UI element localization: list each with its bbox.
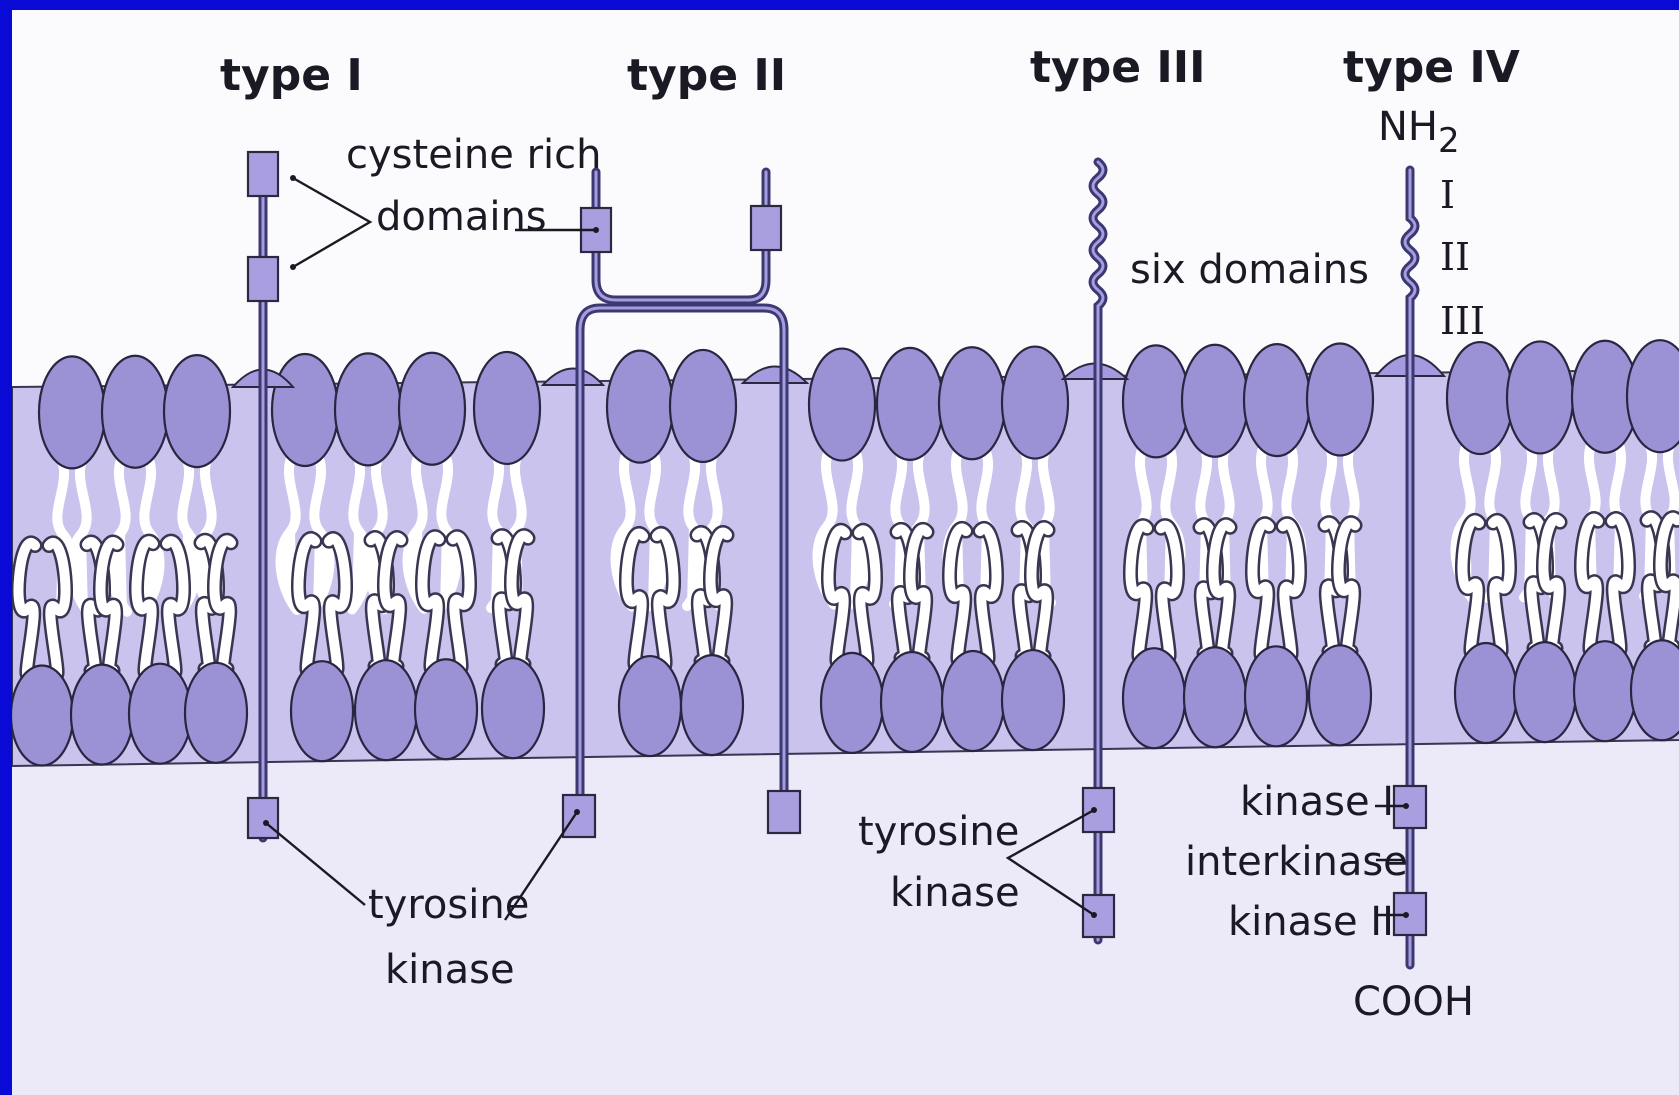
domain-iii-label: III	[1440, 299, 1485, 343]
kinase-i-label: kinase I	[1240, 779, 1394, 825]
lipid-head	[102, 356, 168, 468]
lipid-head	[1244, 344, 1310, 456]
lipid-head	[71, 665, 133, 765]
tyrosine-kinase-box	[1083, 788, 1114, 832]
lipid-head	[39, 356, 105, 468]
lipid-head	[681, 655, 743, 755]
lipid-head	[474, 352, 540, 464]
cysteine-domain-box	[248, 152, 278, 196]
lipid-head	[1002, 650, 1064, 750]
tyrosine-kinase-box	[563, 795, 595, 837]
lipid-head	[355, 660, 417, 760]
lipid-head	[415, 659, 477, 759]
type-ii-title: type II	[627, 50, 786, 101]
lipid-head	[164, 355, 230, 467]
type-i-kinase-label-2: kinase	[385, 947, 515, 993]
tyrosine-kinase-box	[768, 791, 800, 833]
lipid-head	[1182, 345, 1248, 457]
lipid-head	[272, 354, 338, 466]
lipid-head	[821, 653, 883, 753]
lipid-head	[939, 347, 1005, 459]
lipid-head	[399, 353, 465, 465]
lipid-head	[607, 351, 673, 463]
diagram-frame: type I type II type III type IV cysteine…	[12, 10, 1679, 1095]
type-iv-title: type IV	[1343, 42, 1520, 93]
cysteine-domain-box	[248, 257, 278, 301]
nh2-label: NH2	[1378, 104, 1460, 161]
cooh-label: COOH	[1353, 979, 1474, 1025]
interkinase-label: interkinase	[1185, 839, 1408, 885]
domains-label: domains	[376, 194, 547, 240]
lipid-head	[1123, 345, 1189, 457]
lipid-head	[335, 353, 401, 465]
lipid-head	[1507, 341, 1573, 453]
lipid-head	[482, 658, 544, 758]
lipid-head	[1307, 343, 1373, 455]
lipid-head	[1447, 342, 1513, 454]
lipid-head	[1574, 641, 1636, 741]
type-iii-kinase-label-2: kinase	[890, 870, 1020, 916]
kinase-ii-label: kinase II	[1228, 899, 1394, 945]
type-iii-title: type III	[1030, 42, 1205, 93]
lipid-head	[1245, 646, 1307, 746]
lipid-head	[185, 663, 247, 763]
lipid-head	[1455, 643, 1517, 743]
lipid-head	[942, 651, 1004, 751]
tyrosine-kinase-box	[248, 798, 278, 838]
tyrosine-kinase-box	[1083, 895, 1114, 937]
lipid-head	[1514, 642, 1576, 742]
lipid-head	[881, 652, 943, 752]
lipid-head	[12, 666, 73, 766]
type-i-kinase-label-1: tyrosine	[368, 882, 529, 928]
domain-i-label: I	[1440, 173, 1455, 217]
lipid-head	[1002, 347, 1068, 459]
receptor-diagram: type I type II type III type IV cysteine…	[12, 10, 1679, 1095]
lipid-head	[1123, 648, 1185, 748]
lipid-head	[129, 664, 191, 764]
lipid-head	[1309, 645, 1371, 745]
lipid-head	[619, 656, 681, 756]
lipid-head	[1184, 647, 1246, 747]
six-domains-label: six domains	[1130, 247, 1369, 293]
lipid-head	[291, 661, 353, 761]
lipid-head	[809, 349, 875, 461]
type-i-title: type I	[220, 50, 363, 101]
lipid-head	[670, 350, 736, 462]
type-iii-kinase-label-1: tyrosine	[858, 809, 1019, 855]
lipid-head	[877, 348, 943, 460]
cysteine-domain-box	[751, 206, 781, 250]
domain-ii-label: II	[1440, 235, 1470, 279]
cysteine-rich-label: cysteine rich	[346, 132, 602, 178]
